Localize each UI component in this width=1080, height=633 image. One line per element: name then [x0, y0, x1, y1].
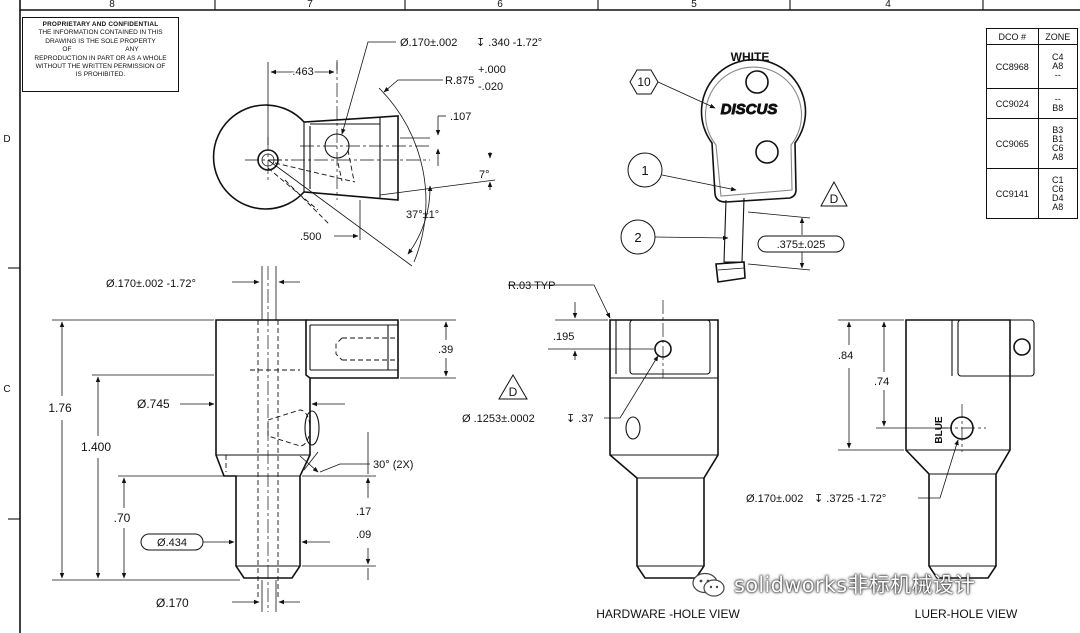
dim-7deg: 7° [479, 169, 490, 181]
zone-7: 7 [307, 0, 313, 10]
dim-17: .17 [356, 506, 371, 518]
zone-value: A8 [1052, 201, 1064, 212]
dim-30deg: 30° (2X) [373, 459, 413, 471]
zone-header: ZONE [1037, 28, 1079, 45]
luer-hole-view: BLUE .84 .74 Ø.170±.002 ↧ .3725 -1.72° L… [746, 319, 1035, 621]
dim-09: .09 [356, 529, 371, 541]
proprietary-line: REPRODUCTION IN PART OR AS A WHOLE [34, 54, 167, 62]
proprietary-line: WITHOUT THE WRITTEN PERMISSION OF [35, 63, 166, 71]
zone-value: C6 [1052, 142, 1064, 153]
proprietary-line: IS PROHIBITED. [75, 71, 126, 79]
dim-434: Ø.434 [157, 537, 187, 549]
zone-6: 6 [497, 0, 503, 10]
zone-value: B8 [1052, 102, 1064, 113]
watermark: solidworks非标机械设计 [692, 566, 1072, 602]
zone-value: -- [1054, 70, 1061, 80]
dim-top-hole-depth: ↧ .340 -1.72° [476, 37, 542, 49]
dim-r03: R.03 TYP [508, 280, 556, 292]
dco-zones: C1 C6 D4 A8 [1037, 168, 1079, 219]
rev-d-iso: D [830, 192, 839, 206]
dim-hw-hole-depth: ↧ .37 [566, 413, 594, 425]
dim-176: 1.76 [48, 401, 72, 415]
label-white: WHITE [731, 50, 770, 64]
zone-value: A8 [1052, 61, 1064, 71]
dco-zones: B3 B1 C6 A8 [1037, 118, 1079, 169]
iso-view: WHITE DISCUS 10 1 2 D .375±.025 [620, 50, 848, 283]
dim-500: .500 [300, 231, 321, 243]
zone-labels: 8 7 6 5 4 D C [3, 0, 891, 395]
dim-top-hole: Ø.170±.002 [400, 37, 457, 49]
sheet-border [8, 0, 1080, 633]
table-row: CC9141 C1 C6 D4 A8 [986, 168, 1079, 219]
rev-d-triangle-iso [820, 180, 848, 207]
dco-zones: C4 A8 -- [1037, 44, 1079, 89]
zone-value: C1 [1052, 174, 1064, 185]
dco-zones: -- B8 [1037, 88, 1079, 119]
zone-value: D4 [1052, 192, 1064, 203]
front-view: Ø.170±.002 -1.72° 1.76 1.400 Ø.745 .70 Ø… [48, 266, 456, 612]
balloon-10: 10 [637, 75, 651, 89]
balloon-1-circle [627, 152, 663, 188]
watermark-text: solidworks非标机械设计 [734, 573, 976, 597]
dco-table: DCO # ZONE CC8968 C4 A8 -- CC9024 -- B8 … [986, 28, 1079, 219]
zone-4: 4 [885, 0, 891, 10]
dim-radius: R.875 [445, 75, 474, 87]
dim-463: .463 [292, 66, 313, 78]
dim-1400: 1.400 [81, 440, 111, 454]
hardware-view-title: HARDWARE -HOLE VIEW [596, 607, 740, 621]
zone-8: 8 [109, 0, 115, 10]
rev-d-hardware: D [509, 385, 518, 399]
table-row: CC9024 -- B8 [986, 88, 1079, 119]
dim-39: .39 [438, 344, 453, 356]
hardware-hole-view: R.03 TYP .195 D Ø .1253±.0002 ↧ .37 HARD… [462, 280, 740, 621]
dim-84: .84 [838, 350, 853, 362]
proprietary-line: OF ANY [62, 46, 139, 54]
dco-number: CC8968 [986, 44, 1039, 89]
dim-170: Ø.170 [156, 596, 189, 610]
zone-value: A8 [1052, 151, 1064, 162]
balloon-2: 2 [634, 230, 641, 245]
dco-number: CC9065 [986, 118, 1039, 169]
top-view: .463 Ø.170±.002 ↧ .340 -1.72° R.875 +.00… [212, 37, 542, 267]
dco-header: DCO # [986, 28, 1039, 45]
dim-195: .195 [553, 331, 574, 343]
zone-c: C [3, 384, 10, 395]
dim-radius-plus: +.000 [478, 64, 506, 76]
dim-luer-hole: Ø.170±.002 [746, 493, 803, 505]
proprietary-line: DRAWING IS THE SOLE PROPERTY [45, 37, 156, 45]
dim-luer-hole-depth: ↧ .3725 -1.72° [814, 493, 886, 505]
proprietary-heading: PROPRIETARY AND CONFIDENTIAL [42, 21, 159, 28]
label-blue: BLUE [934, 416, 945, 444]
dim-front-hole: Ø.170±.002 -1.72° [106, 278, 196, 290]
proprietary-notice: PROPRIETARY AND CONFIDENTIAL THE INFORMA… [22, 17, 179, 92]
dim-37deg: 37°±1° [406, 209, 439, 221]
zone-value: C6 [1052, 183, 1064, 194]
table-row: CC8968 C4 A8 -- [986, 44, 1079, 89]
zone-d: D [3, 134, 10, 145]
dim-74: .74 [874, 376, 889, 388]
dco-number: CC9024 [986, 88, 1039, 119]
luer-view-title: LUER-HOLE VIEW [915, 607, 1018, 621]
balloon-1: 1 [641, 163, 648, 178]
zone-value: -- [1054, 93, 1061, 104]
rev-d-triangle-hardware [498, 374, 528, 400]
zone-5: 5 [691, 0, 697, 10]
dco-number: CC9141 [986, 168, 1039, 219]
wechat-icon [692, 572, 726, 597]
dim-745: Ø.745 [137, 397, 170, 411]
proprietary-line: THE INFORMATION CONTAINED IN THIS [38, 29, 163, 37]
table-row: CC9065 B3 B1 C6 A8 [986, 118, 1079, 169]
dim-375: .375±.025 [777, 239, 826, 251]
zone-value: C4 [1052, 52, 1064, 62]
dim-107: .107 [450, 111, 471, 123]
discus-logo: DISCUS [721, 101, 778, 118]
zone-value: B1 [1052, 133, 1064, 144]
zone-value: B3 [1052, 124, 1064, 135]
dim-radius-minus: -.020 [478, 81, 503, 93]
dim-70: .70 [114, 511, 131, 525]
dim-hw-hole: Ø .1253±.0002 [462, 413, 535, 425]
